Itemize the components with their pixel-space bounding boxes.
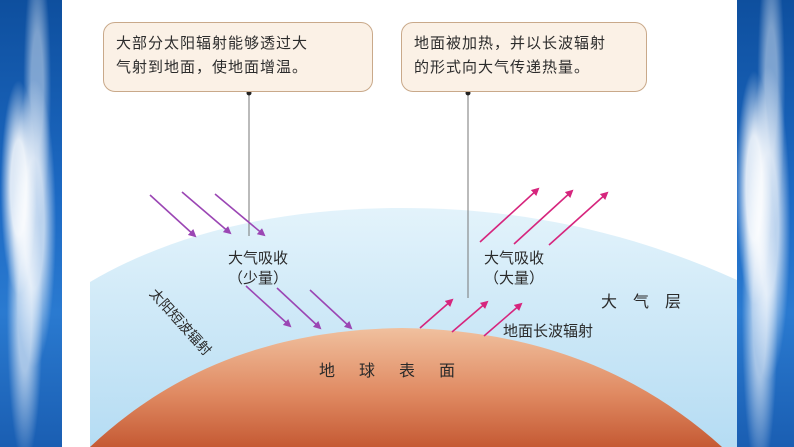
callout-ground-heating: 地面被加热，并以长波辐射 的形式向大气传递热量。 bbox=[401, 22, 647, 92]
callout-right-line-1: 地面被加热，并以长波辐射 bbox=[414, 34, 607, 52]
sky-background-left bbox=[0, 0, 62, 447]
callout-right-line-2: 的形式向大气传递热量。 bbox=[414, 58, 591, 76]
solar-arrow-upper-1 bbox=[149, 194, 197, 238]
sky-background-right bbox=[737, 0, 794, 447]
label-ground-longwave: 地面长波辐射 bbox=[503, 322, 594, 340]
label-absorb-large-line-2: （大量） bbox=[483, 269, 544, 287]
ground-arrow-upper-2 bbox=[513, 189, 574, 245]
callout-solar-absorption: 大部分太阳辐射能够透过大 气射到地面，使地面增温。 bbox=[103, 22, 373, 92]
label-earth-surface: 地球表面 bbox=[319, 361, 480, 380]
solar-arrow-lower-3 bbox=[309, 289, 353, 330]
label-absorb-large-line-1: 大气吸收 bbox=[483, 249, 544, 267]
radiation-diagram bbox=[90, 90, 737, 447]
ground-arrow-lower-3 bbox=[483, 302, 523, 337]
label-atmosphere: 大气层 bbox=[601, 292, 698, 311]
label-absorb-large: 大气吸收 （大量） bbox=[476, 248, 552, 288]
callout-left-line-2: 气射到地面，使地面增温。 bbox=[116, 58, 309, 76]
ground-arrow-lower-2 bbox=[451, 300, 489, 333]
callout-left-line-1: 大部分太阳辐射能够透过大 bbox=[116, 34, 309, 52]
solar-arrow-upper-3 bbox=[214, 193, 266, 237]
solar-arrow-lower-1 bbox=[245, 285, 292, 328]
ground-arrow-upper-1 bbox=[479, 187, 540, 243]
label-absorb-small: 大气吸收 （少量） bbox=[220, 248, 296, 288]
label-absorb-small-line-1: 大气吸收 bbox=[227, 249, 288, 267]
label-absorb-small-line-2: （少量） bbox=[227, 269, 288, 287]
diagram-panel: 大部分太阳辐射能够透过大 气射到地面，使地面增温。 地面被加热，并以长波辐射 的… bbox=[62, 0, 737, 447]
earth-surface bbox=[90, 328, 722, 447]
solar-arrow-upper-2 bbox=[181, 191, 232, 235]
solar-arrow-lower-2 bbox=[276, 287, 322, 330]
ground-arrow-lower-1 bbox=[419, 298, 454, 329]
ground-arrow-upper-3 bbox=[548, 191, 609, 246]
